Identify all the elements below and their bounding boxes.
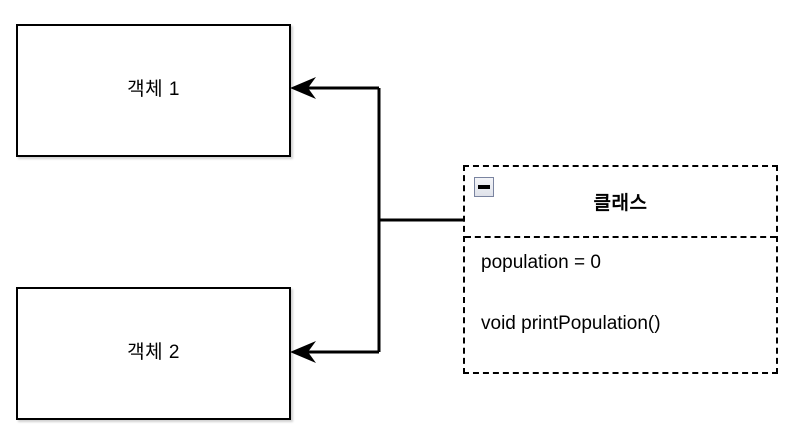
class-member-method: void printPopulation() bbox=[481, 312, 661, 334]
class-box-members: population = 0 void printPopulation() bbox=[465, 238, 776, 372]
arrowhead-object-1 bbox=[290, 77, 316, 99]
object-box-2-label: 객체 2 bbox=[127, 342, 180, 364]
class-box-title: 클래스 bbox=[593, 193, 648, 214]
arrowhead-object-2 bbox=[290, 341, 316, 363]
object-box-2[interactable]: 객체 2 bbox=[16, 287, 291, 420]
minus-icon[interactable] bbox=[474, 177, 494, 197]
class-box-header: 클래스 bbox=[465, 167, 776, 238]
object-box-1-label: 객체 1 bbox=[127, 79, 180, 101]
class-member-field: population = 0 bbox=[481, 252, 601, 273]
class-box[interactable]: 클래스 population = 0 void printPopulation(… bbox=[463, 165, 778, 374]
minus-icon-bar bbox=[478, 185, 490, 189]
object-box-1[interactable]: 객체 1 bbox=[16, 24, 291, 157]
